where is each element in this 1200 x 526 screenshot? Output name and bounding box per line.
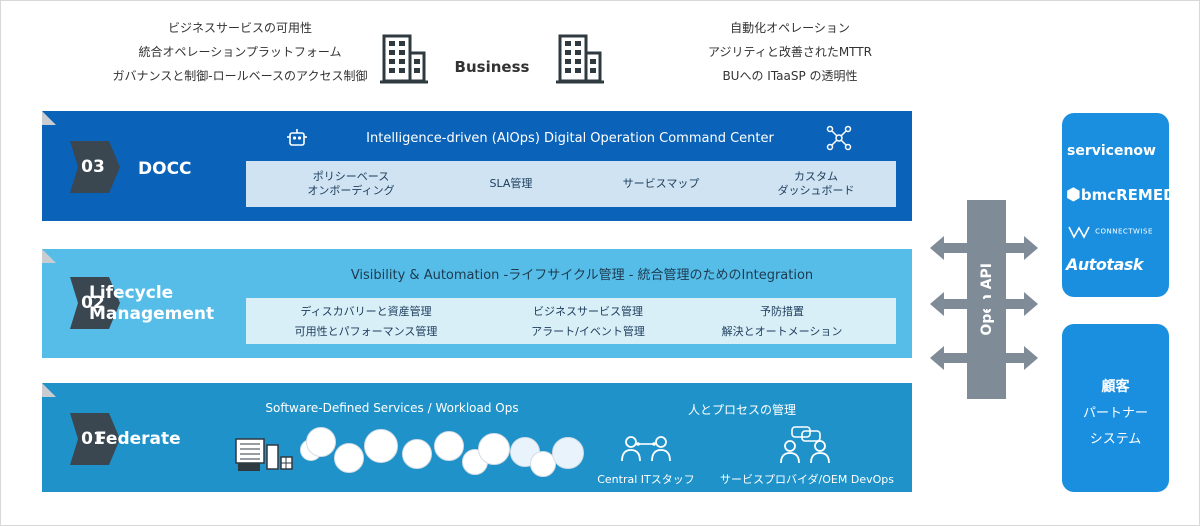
layer-number-badge: 01 [70,413,120,465]
vendor-logo-bubble [530,451,556,477]
vendor-logo-bubble [402,439,432,469]
bidirectional-arrow-icon [930,236,1038,260]
bidirectional-arrow-icon [930,346,1038,370]
lifecycle-cell: アラート/イベント管理 [531,325,645,338]
docc-cell: カスタムダッシュボード [746,161,886,207]
connectwise-text: CONNECTWISE [1095,227,1153,236]
lifecycle-header: Visibility & Automation -ライフサイクル管理 - 統合管… [350,268,814,283]
autotask-logo: Autotask [1066,255,1144,274]
connectwise-icon [1068,225,1090,239]
partner-tools-box: servicenow ⬢bmcREMEDY CONNECTWISE Autota… [1062,113,1185,297]
cell-line: カスタム [794,170,838,183]
building-icon [556,34,604,84]
layer-number: 03 [81,157,105,177]
customer-line: システム [1089,432,1142,447]
vendor-logo-bubble [306,427,336,457]
central-it-label: Central ITスタッフ [597,473,695,486]
business-left-item: ビジネスサービスの可用性 [167,21,312,35]
building-icon [380,34,428,84]
business-right-item: BUへの ITaaSP の透明性 [722,69,858,83]
layer-name: Federate [95,429,181,449]
layer-name: DOCC [138,159,192,179]
docc-layer: 03 DOCC Intelligence-driven (AIOps) Digi… [42,111,912,221]
docc-cell: ポリシーベースオンボーディング [276,161,426,207]
lifecycle-cell: 可用性とパフォーマンス管理 [294,325,438,338]
customer-line: 顧客 [1101,379,1130,395]
layer-number-badge: 03 [70,141,120,193]
business-right-list: 自動化オペレーション アジリティと改善されたMTTR BUへの ITaaSP の… [680,16,900,88]
business-left-list: ビジネスサービスの可用性 統合オペレーションプラットフォーム ガバナンスと制御-… [110,16,370,88]
business-left-item: ガバナンスと制御-ロールベースのアクセス制御 [112,69,368,83]
service-provider-label: サービスプロバイダ/OEM DevOps [720,473,894,486]
bmc-remedy-logo: ⬢bmcREMEDY [1066,185,1186,205]
business-right-item: アジリティと改善されたMTTR [708,45,872,59]
federate-layer: 01 Federate Software-Defined Services / … [42,383,912,492]
business-title: Business [454,58,530,76]
servicenow-logo: servicenow [1067,143,1156,159]
docc-cell: サービスマップ [596,161,726,207]
docc-header: Intelligence-driven (AIOps) Digital Oper… [366,131,774,146]
cloud-logo-bubble [552,437,584,469]
vendor-logo-bubble [334,443,364,473]
customer-line: パートナー [1082,406,1148,421]
vendor-logo-bubble [434,431,464,461]
business-left-item: 統合オペレーションプラットフォーム [138,45,342,59]
federate-header-left: Software-Defined Services / Workload Ops [265,401,519,415]
layer-number: 02 [81,293,105,313]
lifecycle-capabilities-box: ディスカバリーと資産管理 ビジネスサービス管理 予防措置 可用性とパフォーマンス… [246,298,896,344]
lifecycle-layer: 02 Lifecycle Management Visibility & Aut… [42,249,912,358]
badge-fold [42,249,56,263]
central-it-staff-icon [621,436,671,462]
lifecycle-cell: ディスカバリーと資産管理 [300,305,432,318]
datacenter-icon [235,438,293,471]
cell-line: オンボーディング [307,184,395,197]
vendor-logo-bubble [478,433,510,465]
docc-cell: SLA管理 [446,161,576,207]
cell-line: サービスマップ [622,177,700,190]
bmc-remedy-text: bmcREMEDY [1080,186,1186,204]
cell-line: ダッシュボード [777,184,855,197]
layer-name-line: Management [89,304,215,324]
layer-number: 01 [81,429,105,449]
customer-partner-systems-box: 顧客 パートナー システム [1062,324,1169,492]
layer-number-badge: 02 [70,277,120,329]
bidirectional-arrow-icon [930,292,1038,316]
lifecycle-cell: 予防措置 [760,305,804,318]
badge-fold [42,111,56,125]
vendor-logo-bubble [364,429,398,463]
connectwise-logo: CONNECTWISE [1068,221,1153,240]
cell-line: ポリシーベース [312,170,390,183]
network-icon [826,125,852,151]
docc-capabilities-box: ポリシーベースオンボーディング SLA管理 サービスマップ カスタムダッシュボー… [246,161,896,207]
federate-header-right: 人とプロセスの管理 [687,403,796,417]
robot-icon [287,129,307,146]
cell-line: SLA管理 [489,177,533,190]
business-right-item: 自動化オペレーション [730,21,850,35]
service-provider-icon [780,426,830,464]
lifecycle-cell: ビジネスサービス管理 [533,305,643,318]
lifecycle-cell: 解決とオートメーション [721,325,843,338]
layer-name-line: Lifecycle [89,283,174,303]
badge-fold [42,383,56,397]
